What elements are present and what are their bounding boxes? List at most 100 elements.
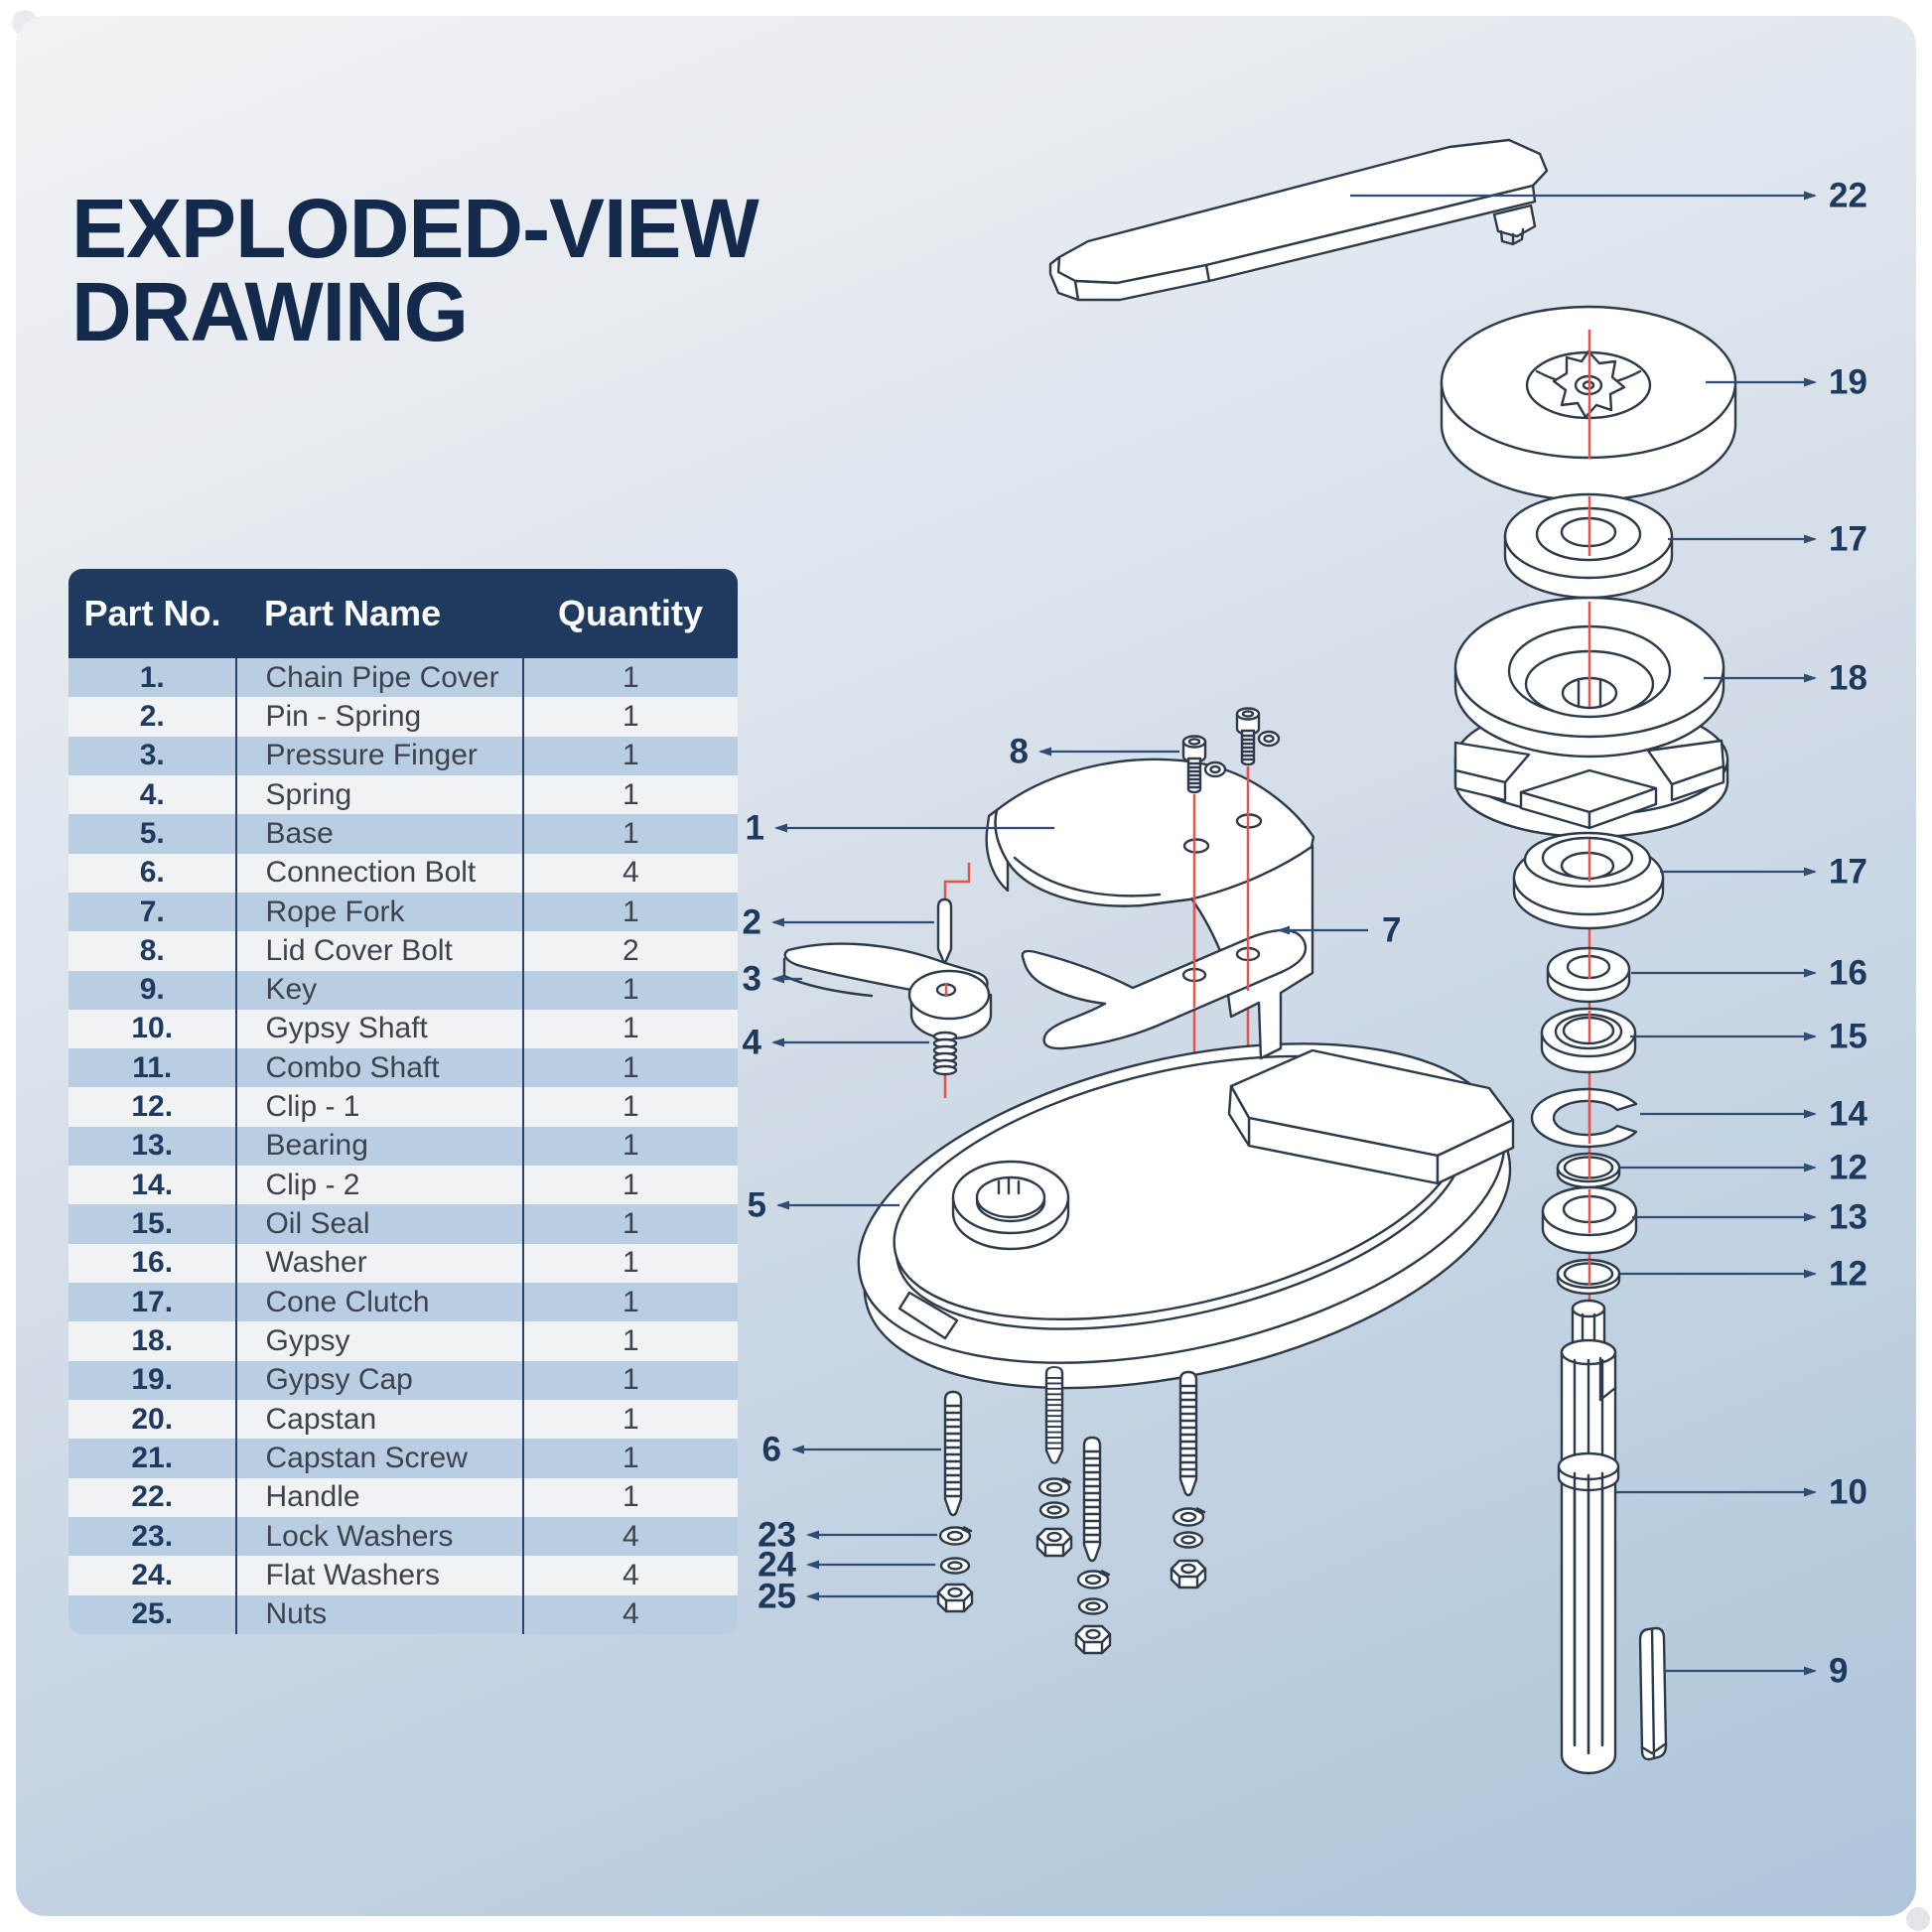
quantity-cell: 1 — [521, 1126, 738, 1167]
quantity-cell: 4 — [521, 1594, 738, 1634]
part-name-cell: Combo Shaft — [235, 1048, 521, 1088]
part-number-cell: 7. — [139, 895, 165, 928]
part-name-cell: Bearing — [235, 1126, 521, 1167]
part-number-cell: 24. — [131, 1558, 174, 1591]
part-number-cell: 12. — [131, 1090, 174, 1124]
part-number-cell: 9. — [139, 973, 165, 1007]
part-name-cell: Base — [235, 814, 521, 854]
part-number-cell: 16. — [131, 1246, 174, 1280]
part-number-cell: 17. — [131, 1285, 174, 1318]
page-title-line2: DRAWING — [71, 265, 469, 358]
header-part-no: Part No. — [83, 593, 221, 633]
part-name-cell: Lid Cover Bolt — [235, 931, 521, 971]
quantity-cell: 1 — [521, 1166, 738, 1205]
part-number-cell: 4. — [139, 777, 165, 811]
callout-label-18: 18 — [1829, 658, 1867, 698]
quantity-cell: 1 — [521, 1321, 738, 1361]
callout-label-25: 25 — [758, 1577, 796, 1616]
quantity-cell: 1 — [521, 774, 738, 815]
callout-label-9: 9 — [1829, 1651, 1849, 1691]
parts-table: Part No. Part Name Quantity 1.Chain Pipe… — [69, 569, 738, 1634]
callout-label-15: 15 — [1829, 1017, 1867, 1056]
part-number-cell: 1. — [139, 660, 165, 694]
gypsy-illustration — [1453, 596, 1729, 839]
part-number-cell: 2. — [139, 699, 165, 733]
axis-line-overlays — [944, 330, 1591, 1286]
quantity-cell: 4 — [521, 1516, 738, 1557]
part-name-cell: Gypsy Shaft — [235, 1009, 521, 1049]
callout-label-19: 19 — [1829, 362, 1867, 402]
quantity-cell: 1 — [521, 1087, 738, 1127]
quantity-cell: 1 — [521, 814, 738, 854]
quantity-cell: 2 — [521, 931, 738, 971]
part-name-cell: Clip - 1 — [235, 1087, 521, 1127]
flat-washers-illustration — [939, 1501, 1204, 1615]
callout-label-8: 8 — [1009, 732, 1029, 771]
callout-label-1: 1 — [745, 808, 764, 848]
part-number-cell: 14. — [131, 1168, 174, 1201]
gypsy-shaft-illustration — [1557, 1299, 1620, 1775]
handle-illustration — [1048, 138, 1549, 302]
callout-label-17: 17 — [1829, 519, 1867, 559]
nuts-illustration — [936, 1527, 1207, 1655]
chain-pipe-cover-illustration — [985, 758, 1315, 1060]
page-title: EXPLODED-VIEW DRAWING — [71, 187, 759, 353]
lid-cover-bolts-illustration — [1181, 707, 1281, 794]
callout-label-4: 4 — [742, 1023, 761, 1062]
part-name-cell: Gypsy — [235, 1321, 521, 1361]
part-name-cell: Rope Fork — [235, 892, 521, 932]
callout-label-2: 2 — [742, 902, 761, 942]
part-name-cell: Pressure Finger — [235, 736, 521, 775]
base-illustration — [857, 1042, 1515, 1390]
key-illustration — [1638, 1626, 1668, 1761]
callout-label-23: 23 — [758, 1515, 796, 1555]
part-name-cell: Gypsy Cap — [235, 1360, 521, 1400]
callout-label-13: 13 — [1829, 1197, 1867, 1237]
quantity-cell: 1 — [521, 892, 738, 932]
part-name-cell: Handle — [235, 1477, 521, 1517]
part-number-cell: 25. — [131, 1597, 174, 1631]
part-number-cell: 6. — [139, 856, 165, 890]
part-number-cell: 15. — [131, 1207, 174, 1241]
part-number-cell: 23. — [131, 1519, 174, 1553]
part-name-cell: Connection Bolt — [235, 853, 521, 893]
assembly-guide-lines — [771, 191, 1817, 1676]
callout-label-22: 22 — [1829, 176, 1867, 215]
part-number-cell: 10. — [131, 1012, 174, 1045]
part-name-cell: Lock Washers — [235, 1516, 521, 1557]
callout-label-14: 14 — [1829, 1094, 1867, 1134]
quantity-cell: 1 — [521, 1283, 738, 1322]
part-name-cell: Capstan — [235, 1399, 521, 1440]
quantity-cell: 1 — [521, 1243, 738, 1283]
part-number-cell: 19. — [131, 1363, 174, 1397]
corner-dot-bottom-right — [1906, 1907, 1930, 1931]
exploded-view-drawing — [771, 138, 1817, 1775]
page-title-line1: EXPLODED-VIEW — [71, 182, 759, 275]
part-name-cell: Oil Seal — [235, 1204, 521, 1244]
part-name-cell: Washer — [235, 1243, 521, 1283]
part-name-cell: Capstan Screw — [235, 1439, 521, 1478]
quantity-cell: 1 — [521, 1048, 738, 1088]
part-number-cell: 11. — [132, 1050, 173, 1084]
callout-label-6: 6 — [761, 1430, 781, 1469]
